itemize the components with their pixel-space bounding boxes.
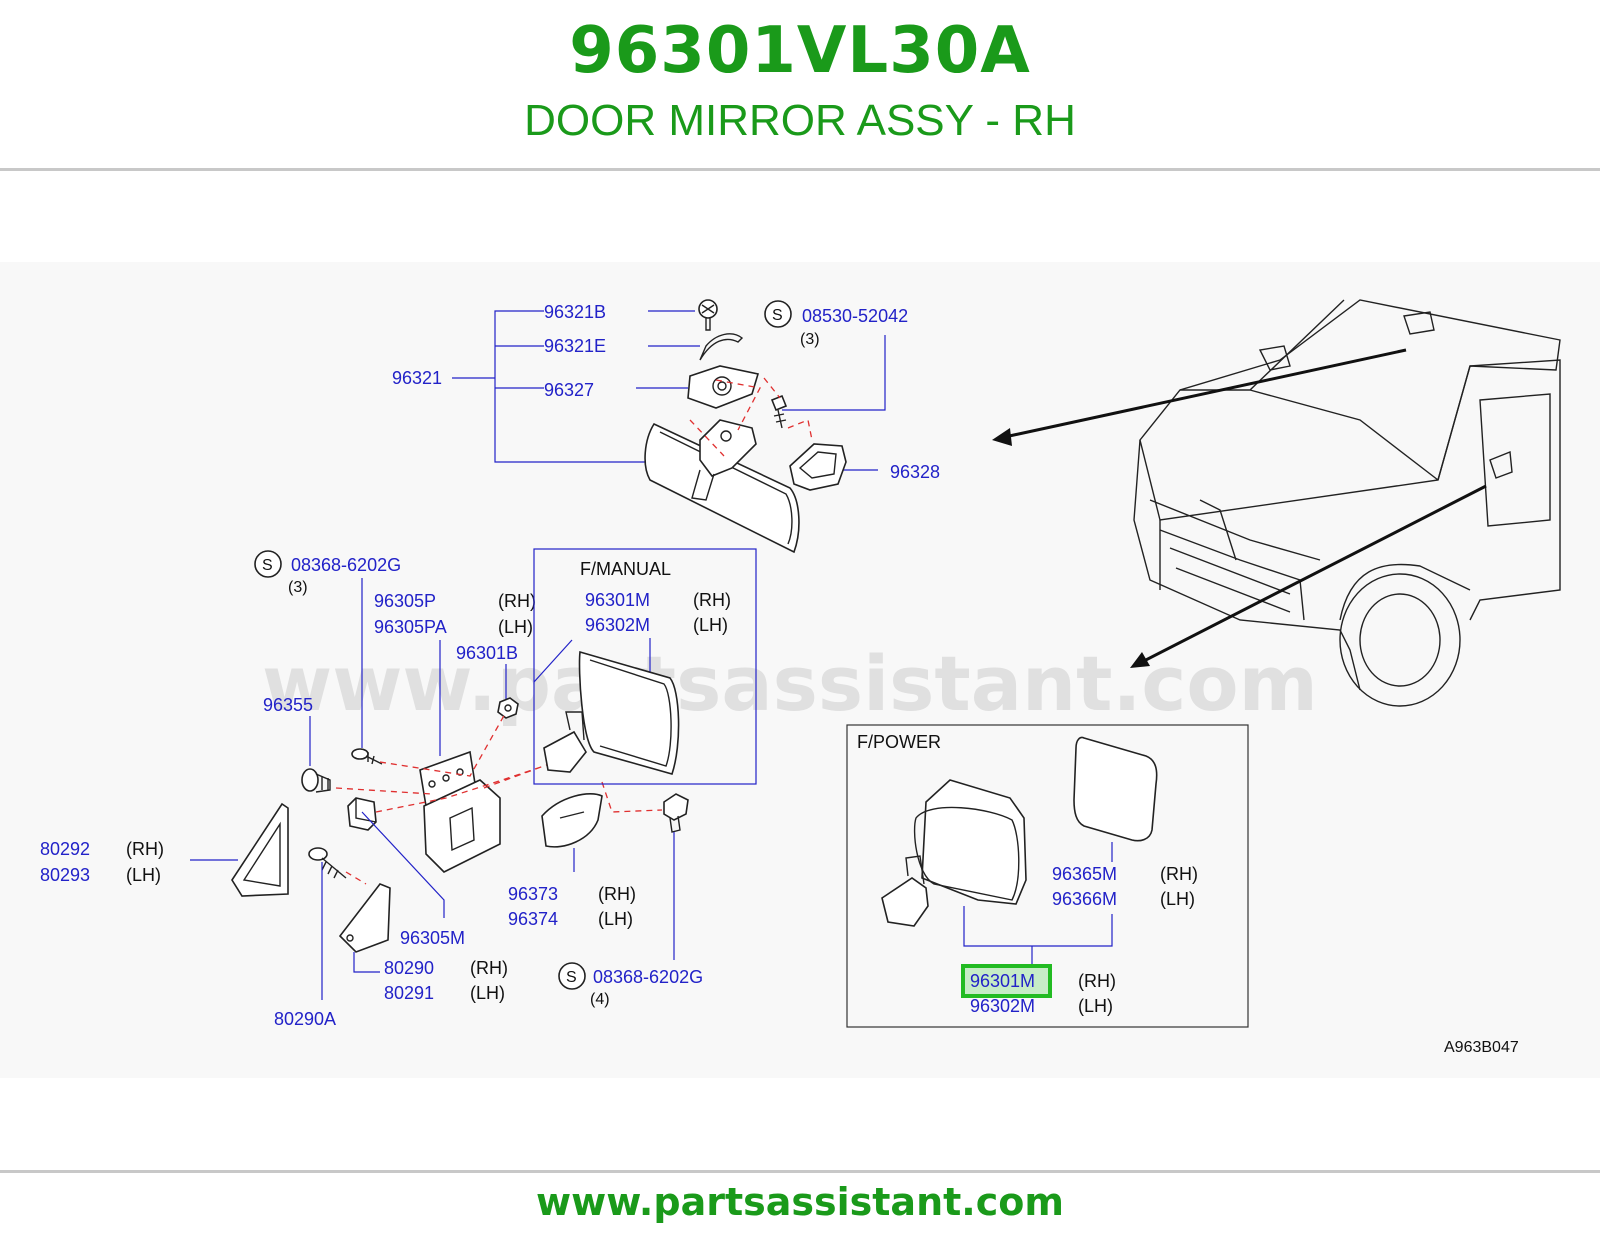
assembly-dashline bbox=[601, 781, 663, 813]
parts-diagram-background bbox=[0, 262, 1600, 1078]
s-marker-letter: S bbox=[262, 557, 273, 574]
part-description: DOOR MIRROR ASSY - RH bbox=[524, 96, 1076, 145]
s-marker-icon bbox=[558, 962, 586, 990]
manual-variant-title: F/MANUAL bbox=[580, 559, 671, 579]
manual-variant-box bbox=[533, 548, 757, 785]
leader-manual-bracket bbox=[533, 639, 573, 683]
quantity-08368-a: (3) bbox=[288, 579, 308, 596]
bolt-icon bbox=[770, 394, 788, 429]
callout-80291[interactable]: 80291 bbox=[384, 983, 434, 1003]
manual-door-mirror-icon bbox=[543, 650, 680, 775]
callout-96301B[interactable]: 96301B bbox=[456, 643, 518, 663]
side-rh-power: (RH) bbox=[1078, 971, 1116, 991]
callout-96374[interactable]: 96374 bbox=[508, 909, 558, 929]
power-variant-box bbox=[846, 724, 1249, 1028]
clip-icon bbox=[699, 333, 744, 361]
s-marker-letter: S bbox=[566, 969, 577, 986]
leader-power-assy bbox=[963, 906, 1113, 947]
callout-96366M[interactable]: 96366M bbox=[1052, 889, 1117, 909]
inner-mirror-group: S 96321B 96321E 96321 96327 08530-52042 … bbox=[392, 299, 940, 554]
callout-80290[interactable]: 80290 bbox=[384, 958, 434, 978]
inner-mirror-icon bbox=[644, 419, 800, 554]
callout-96305P[interactable]: 96305P bbox=[374, 591, 436, 611]
header-divider bbox=[0, 168, 1600, 171]
side-rh-96365M: (RH) bbox=[1160, 864, 1198, 884]
leader-96321-bracket bbox=[494, 310, 650, 463]
callout-96305M[interactable]: 96305M bbox=[400, 928, 465, 948]
callout-power-96302M[interactable]: 96302M bbox=[970, 996, 1035, 1016]
mirror-base-icon bbox=[687, 365, 760, 409]
bracket-icon bbox=[347, 797, 377, 831]
power-variant-title: F/POWER bbox=[857, 732, 941, 752]
side-rh-80290: (RH) bbox=[470, 958, 508, 978]
side-lh-96366M: (LH) bbox=[1160, 889, 1195, 909]
mirror-lower-cover-icon bbox=[541, 793, 603, 848]
callout-96355[interactable]: 96355 bbox=[263, 695, 313, 715]
grommet-icon bbox=[301, 768, 331, 793]
callout-96327[interactable]: 96327 bbox=[544, 380, 594, 400]
side-rh-80292: (RH) bbox=[126, 839, 164, 859]
callout-96305PA[interactable]: 96305PA bbox=[374, 617, 447, 637]
callout-96321B[interactable]: 96321B bbox=[544, 302, 606, 322]
callout-manual-96301M[interactable]: 96301M bbox=[585, 590, 650, 610]
callout-96365M[interactable]: 96365M bbox=[1052, 864, 1117, 884]
screw-icon bbox=[351, 748, 383, 765]
mirror-glass-icon bbox=[1073, 736, 1158, 842]
side-lh-80293: (LH) bbox=[126, 865, 161, 885]
assembly-dashline bbox=[345, 871, 367, 885]
page-title: 96301VL30A bbox=[569, 14, 1031, 88]
side-rh-manual: (RH) bbox=[693, 590, 731, 610]
highlight-box-96301M bbox=[961, 964, 1052, 998]
mirror-cover-icon bbox=[789, 443, 847, 491]
quantity-08368-b: (4) bbox=[590, 991, 610, 1008]
leader-96305M bbox=[361, 811, 445, 918]
s-marker-icon bbox=[764, 300, 792, 328]
callout-96373[interactable]: 96373 bbox=[508, 884, 558, 904]
callout-08530-52042[interactable]: 08530-52042 bbox=[802, 306, 908, 326]
side-lh-80291: (LH) bbox=[470, 983, 505, 1003]
assembly-dashline bbox=[689, 377, 813, 457]
callout-80293[interactable]: 80293 bbox=[40, 865, 90, 885]
side-lh-power: (LH) bbox=[1078, 996, 1113, 1016]
leader-80290 bbox=[353, 952, 380, 973]
callout-96321E[interactable]: 96321E bbox=[544, 336, 606, 356]
mirror-bracket-assembly-icon bbox=[419, 750, 501, 873]
s-marker-icon bbox=[254, 550, 282, 578]
footer-website-link[interactable]: www.partsassistant.com bbox=[536, 1180, 1064, 1224]
pointer-arrows bbox=[992, 348, 1487, 668]
side-lh-96374: (LH) bbox=[598, 909, 633, 929]
callout-80292[interactable]: 80292 bbox=[40, 839, 90, 859]
quantity-08530: (3) bbox=[800, 331, 820, 348]
power-variant-group: F/POWER 96365M (RH) 96366M (LH) 96301M (… bbox=[846, 724, 1249, 1028]
callout-power-96301M-highlighted[interactable]: 96301M bbox=[970, 971, 1035, 991]
screw-icon bbox=[308, 847, 347, 879]
callout-80290A[interactable]: 80290A bbox=[274, 1009, 336, 1029]
inner-cover-icon bbox=[338, 883, 391, 953]
callout-96321[interactable]: 96321 bbox=[392, 368, 442, 388]
leader-08530 bbox=[782, 335, 886, 411]
callout-08368-6202G-b[interactable]: 08368-6202G bbox=[593, 967, 703, 987]
diagram-code: A963B047 bbox=[1444, 1039, 1519, 1056]
callout-manual-96302M[interactable]: 96302M bbox=[585, 615, 650, 635]
s-marker-letter: S bbox=[772, 307, 783, 324]
footer-divider bbox=[0, 1170, 1600, 1173]
bolt-icon bbox=[663, 793, 689, 833]
triangle-cover-icon bbox=[231, 802, 289, 897]
outer-mirror-group: S 08368-6202G (3) 96305P (RH) 96305PA (L… bbox=[40, 548, 757, 1029]
callout-96328[interactable]: 96328 bbox=[890, 462, 940, 482]
screw-icon bbox=[698, 299, 718, 331]
vehicle-illustration bbox=[1133, 299, 1561, 707]
nut-icon bbox=[497, 697, 519, 719]
side-rh-96373: (RH) bbox=[598, 884, 636, 904]
callout-08368-6202G[interactable]: 08368-6202G bbox=[291, 555, 401, 575]
assembly-dashline bbox=[335, 711, 561, 813]
power-door-mirror-icon bbox=[881, 779, 1027, 927]
side-lh-manual: (LH) bbox=[693, 615, 728, 635]
side-rh-96305P: (RH) bbox=[498, 591, 536, 611]
side-lh-96305PA: (LH) bbox=[498, 617, 533, 637]
